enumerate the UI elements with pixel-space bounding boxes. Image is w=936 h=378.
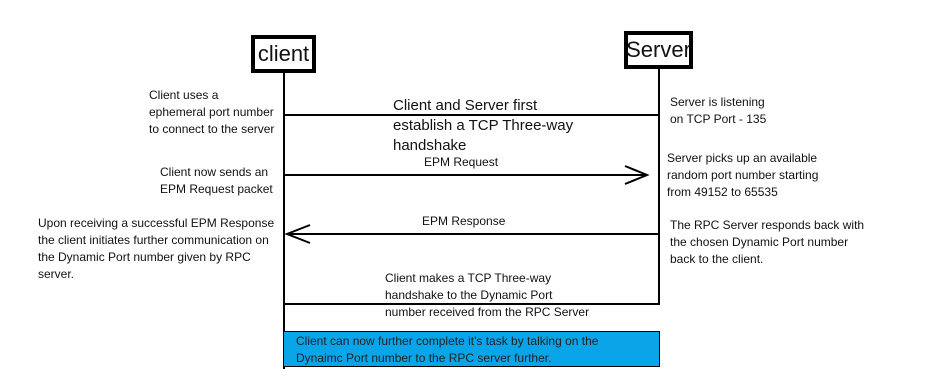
epm-request-arrowhead	[624, 165, 650, 185]
note-client-handshake-dynamic: Client makes a TCP Three-way handshake t…	[385, 271, 590, 319]
server-lifeline	[658, 69, 660, 305]
epm-response-arrowhead	[284, 224, 311, 244]
server-participant-label: Server	[626, 37, 691, 62]
client-participant-label: client	[257, 41, 310, 66]
epm-response-label: EPM Response	[422, 214, 506, 228]
final-step-box: Client can now further complete it's tas…	[283, 331, 660, 367]
server-participant-box: Server	[624, 31, 693, 69]
note-client-ephemeral: Client uses a ephemeral port number to c…	[149, 88, 275, 136]
note-client-sends-epm: Client now sends an EPM Request packet	[160, 165, 273, 196]
handshake-line	[284, 114, 659, 116]
final-step-line-2: Dynaimc Port number to the RPC server fu…	[296, 351, 552, 365]
client-lifeline	[283, 73, 285, 369]
final-step-line-1: Client can now further complete it's tas…	[296, 334, 599, 348]
dynamic-handshake-line	[284, 303, 659, 305]
note-server-responds: The RPC Server responds back with the ch…	[670, 218, 865, 266]
epm-request-label: EPM Request	[424, 155, 499, 169]
note-server-picks-port: Server picks up an available random port…	[667, 151, 819, 199]
note-client-receives: Upon receiving a successful EPM Response…	[38, 216, 275, 281]
note-handshake-first: Client and Server first establish a TCP …	[393, 97, 574, 154]
note-server-listening: Server is listening on TCP Port - 135	[670, 95, 767, 126]
client-participant-box: client	[251, 35, 316, 73]
